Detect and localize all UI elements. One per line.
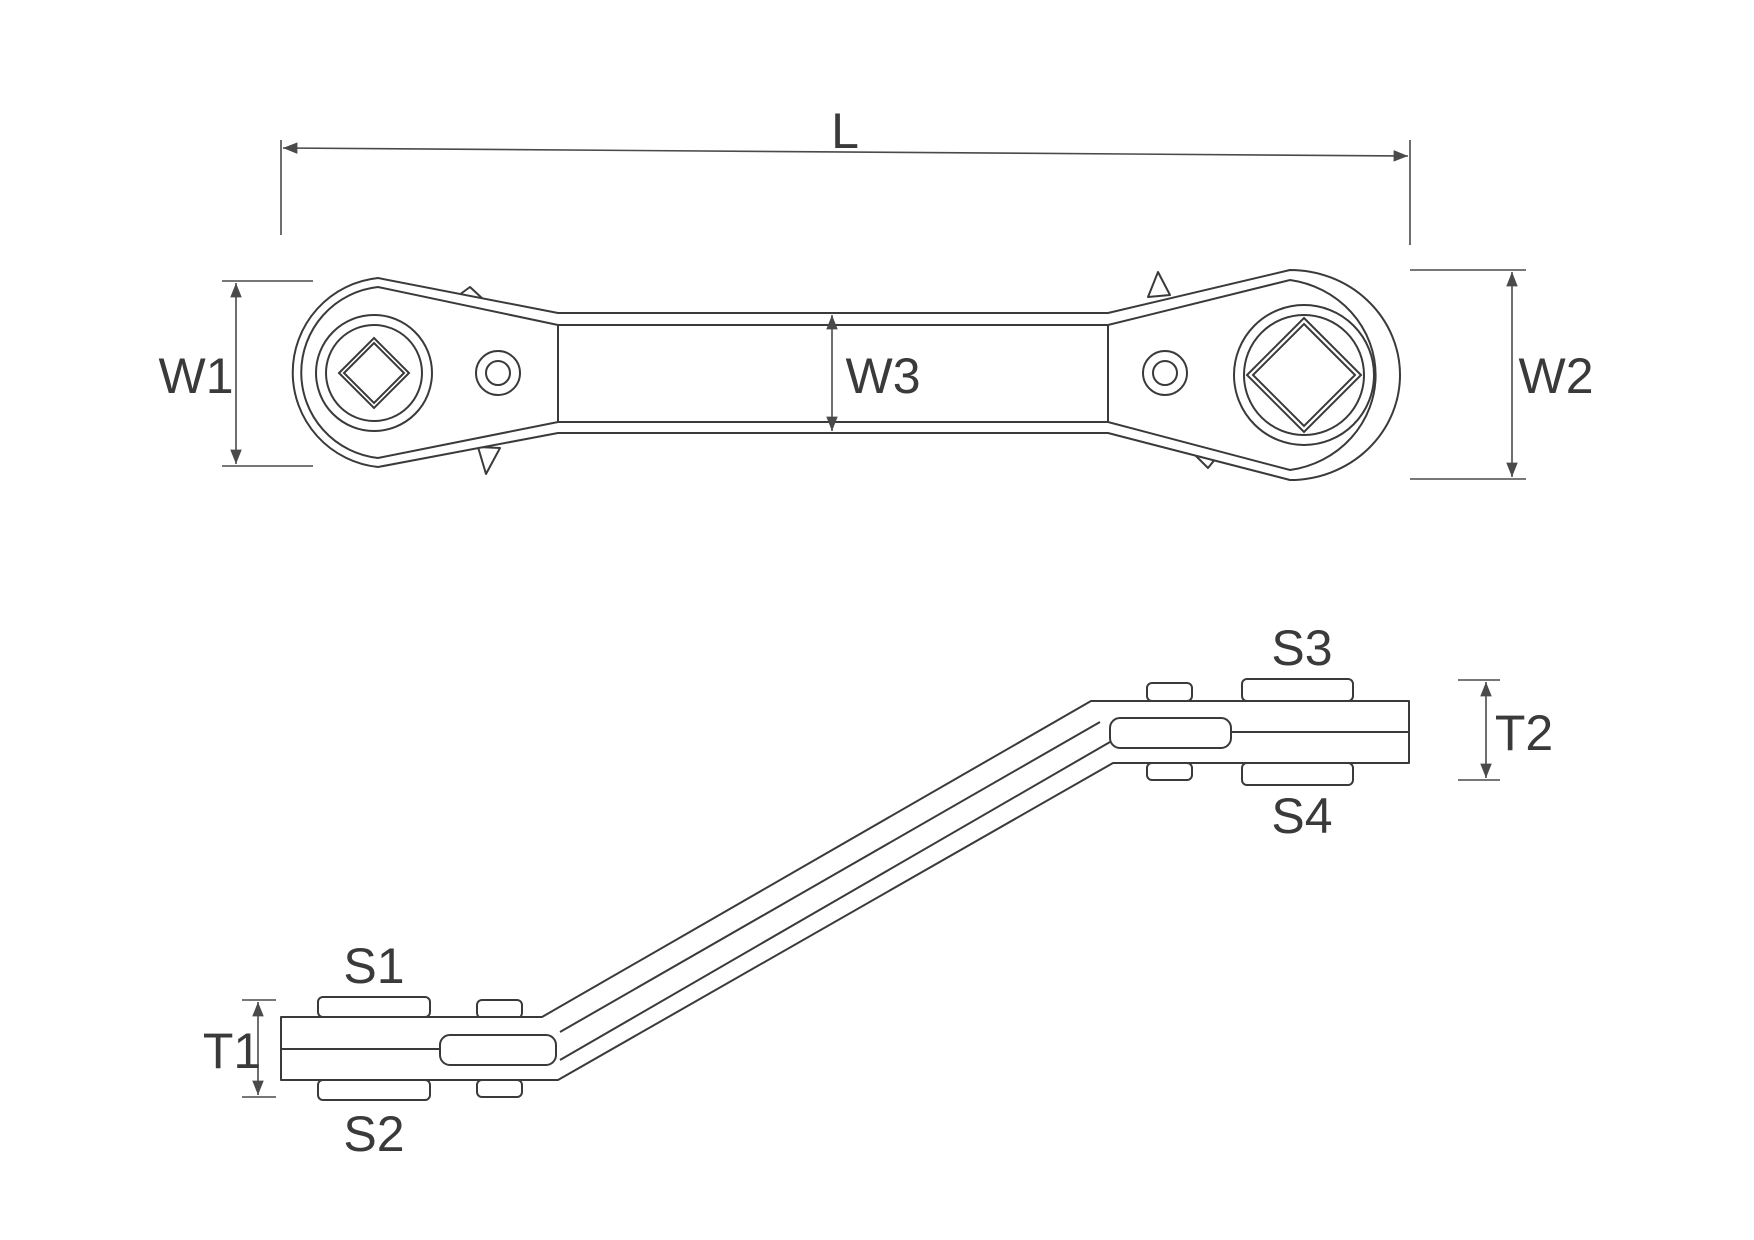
dim-l-line — [282, 142, 1409, 162]
label-s2: S2 — [343, 1106, 404, 1162]
label-w1: W1 — [159, 348, 234, 404]
label-s1: S1 — [343, 938, 404, 994]
boss-s1 — [317, 996, 431, 1018]
pawl-right-lower — [1146, 762, 1193, 781]
label-l: L — [831, 103, 859, 159]
pawl-left-upper — [476, 999, 523, 1019]
label-w3: W3 — [846, 348, 921, 404]
slot-left — [439, 1034, 557, 1066]
left-ring-outer — [315, 314, 433, 432]
right-ring-outer — [1233, 304, 1375, 446]
right-pivot-outer — [1142, 350, 1188, 396]
right-ring-inner — [1243, 314, 1365, 436]
left-ring-inner — [325, 324, 423, 422]
label-t2: T2 — [1495, 705, 1553, 761]
label-t1: T1 — [203, 1023, 261, 1079]
right-square-drive — [1245, 316, 1363, 434]
handle-lower-line — [559, 741, 1111, 1061]
handle-upper-line — [559, 721, 1101, 1033]
left-pivot-inner — [485, 360, 511, 386]
pawl-left-lower — [476, 1079, 523, 1098]
pawl-right-top — [1147, 271, 1171, 298]
slot-right — [1109, 717, 1232, 749]
left-pivot-outer — [475, 350, 521, 396]
side-view: T1 T2 S1 S2 S3 S4 — [203, 620, 1553, 1162]
boss-s3 — [1241, 678, 1354, 702]
left-square-drive — [337, 336, 411, 410]
wrench-body-outline — [291, 269, 1401, 481]
label-s3: S3 — [1271, 620, 1332, 676]
label-w2: W2 — [1519, 348, 1594, 404]
boss-s2 — [317, 1079, 431, 1101]
side-body-outline — [280, 700, 1410, 1081]
boss-s4 — [1241, 762, 1354, 786]
left-square-drive-inner — [342, 341, 406, 405]
pawl-left-bottom — [477, 446, 501, 475]
right-square-drive-inner — [1251, 322, 1357, 428]
top-view: L W1 W2 W3 — [159, 103, 1594, 481]
wrench-body-inner-line — [300, 278, 1377, 472]
right-pivot-inner — [1152, 360, 1178, 386]
label-s4: S4 — [1271, 788, 1332, 844]
pawl-right-upper — [1146, 682, 1193, 702]
